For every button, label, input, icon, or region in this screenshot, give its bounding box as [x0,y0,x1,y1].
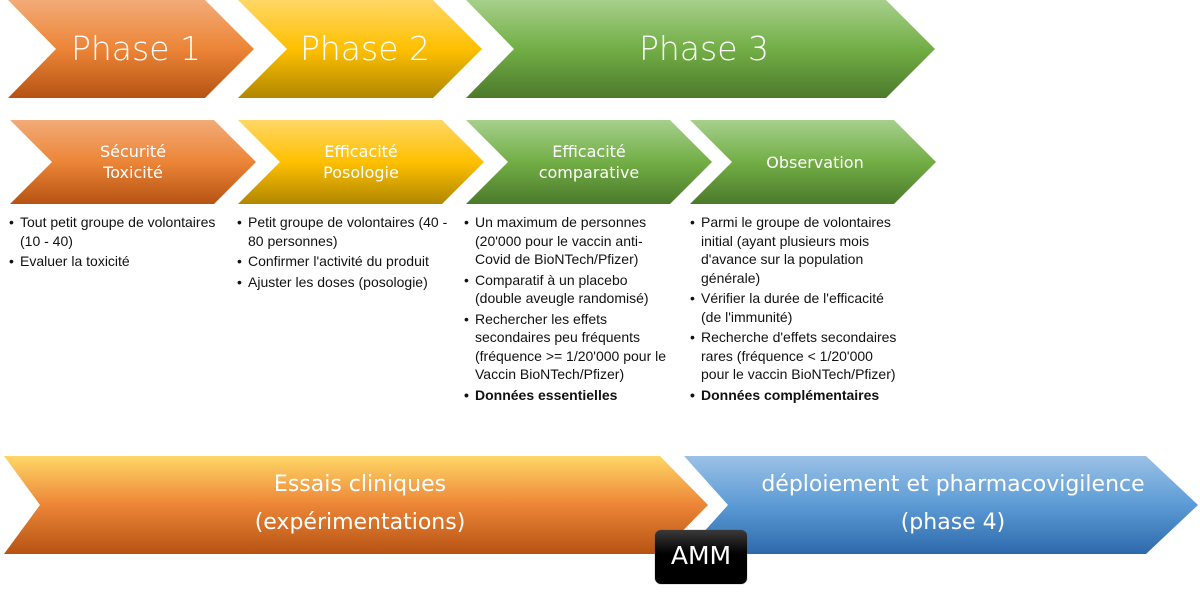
phase-2-chevron [238,0,482,98]
stage-1-title-line: Sécurité [99,142,167,161]
detail-item: Tout petit groupe de volontaires (10 - 4… [8,213,230,250]
detail-item: Comparatif à un placebo (double aveugle … [463,271,677,308]
detail-item: Un maximum de personnes (20'000 pour le … [463,213,677,269]
amm-milestone-badge: AMM [655,530,747,584]
phase-3-chevron [466,0,935,98]
detail-item: Evaluer la toxicité [8,252,230,271]
stage-2-details: Petit groupe de volontaires (40 - 80 per… [236,213,454,293]
detail-item: Vérifier la durée de l'efficacité (de l'… [689,289,903,326]
stage-1-title-line: Toxicité [103,163,163,182]
detail-item: Rechercher les effets secondaires peu fr… [463,310,677,384]
stage-1-chevron [10,120,256,204]
stage-2-title-line: Posologie [323,163,399,182]
stage-3-title-line: comparative [538,163,640,182]
phase-2-label: Phase 2 [299,29,431,68]
stage-2-title-line: Efficacité [324,142,398,161]
detail-item-key: Données complémentaires [689,386,903,405]
deployment-line: déploiement et pharmacovigilence [761,472,1145,497]
stage-4-chevron [690,120,936,204]
detail-item: Recherche d'effets secondaires rares (fr… [689,328,903,384]
detail-item: Parmi le groupe de volontaires initial (… [689,213,903,287]
detail-item: Confirmer l'activité du produit [236,252,454,271]
deployment-label: déploiement et pharmacovigilence (phase … [728,466,1178,542]
phase-3-label: Phase 3 [638,29,770,68]
deployment-chevron [684,456,1198,554]
detail-item: Ajuster les doses (posologie) [236,273,454,292]
clinical-trials-label: Essais cliniques (expérimentations) [40,466,680,542]
deployment-line: (phase 4) [900,510,1006,535]
stage-3-chevron [466,120,712,204]
detail-item: Petit groupe de volontaires (40 - 80 per… [236,213,454,250]
detail-item-key: Données essentielles [463,386,677,405]
stage-4-details: Parmi le groupe de volontaires initial (… [689,213,903,406]
stage-3-title: Efficacité comparative [508,141,670,183]
phase-1-chevron [8,0,254,98]
clinical-trials-line: (expérimentations) [254,510,466,535]
stage-2-chevron [238,120,484,204]
stage-1-details: Tout petit groupe de volontaires (10 - 4… [8,213,230,273]
clinical-trials-line: Essais cliniques [273,472,447,497]
phase-1-label: Phase 1 [70,29,202,68]
clinical-trials-chevron [4,456,708,554]
stage-2-title: Efficacité Posologie [280,141,442,183]
stage-4-title-line: Observation [766,153,864,172]
stage-3-title-line: Efficacité [552,142,626,161]
stage-1-title: Sécurité Toxicité [52,141,214,183]
stage-4-title: Observation [732,152,898,173]
stage-3-details: Un maximum de personnes (20'000 pour le … [463,213,677,406]
